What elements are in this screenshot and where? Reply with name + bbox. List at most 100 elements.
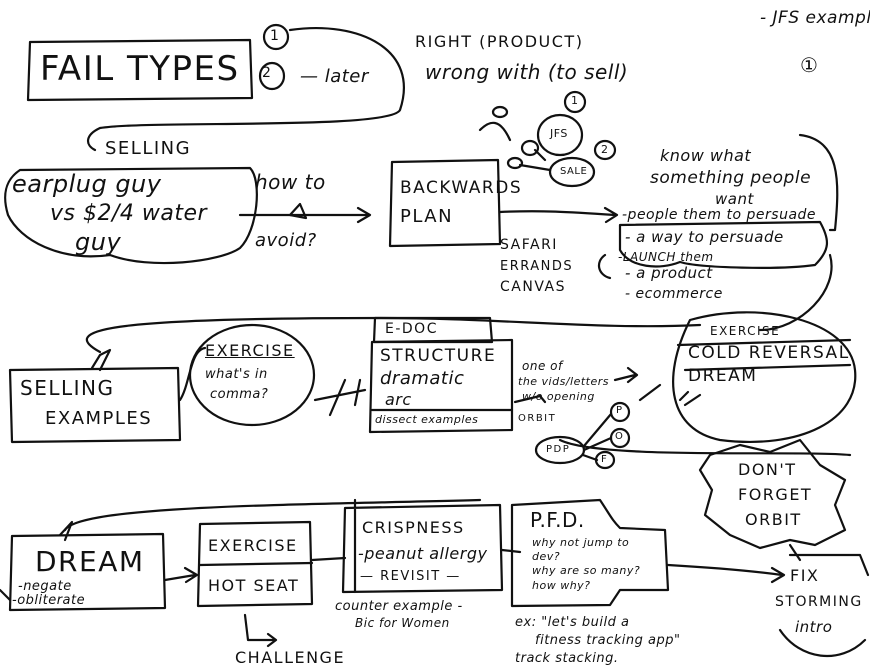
orbit-p: P (616, 405, 624, 416)
cold-reversal-exercise: EXERCISE (710, 324, 781, 338)
arrow-up (90, 348, 112, 372)
arrow-hot-seat (163, 566, 199, 584)
selling-line-1: earplug guy (12, 170, 162, 198)
dont-forget-burst (698, 438, 847, 550)
right-product: RIGHT (PRODUCT) (415, 32, 584, 51)
exercise-comma-title: EXERCISE (205, 341, 295, 360)
pfd-example-1: ex: "let's build a (515, 615, 630, 630)
vids-line-1: one of (522, 359, 563, 373)
pdp-label: PDP (546, 444, 571, 455)
circle-two (258, 61, 286, 91)
selling-examples-box (8, 366, 182, 444)
exercise-comma-circle (188, 323, 316, 427)
hot-seat-exercise: EXERCISE (208, 536, 298, 555)
dont-forget-line3: ORBIT (745, 510, 802, 529)
bubble-one: 1 (571, 94, 579, 107)
crispness-box (341, 498, 504, 594)
example-canvas: CANVAS (500, 279, 566, 295)
dissect-label: dissect examples (375, 413, 479, 426)
arc-label: arc (385, 390, 412, 409)
backwards-title: BACKWARDS (400, 178, 523, 198)
hot-seat-title: HOT SEAT (208, 576, 300, 595)
pfd-line-3: why are so many? (532, 564, 641, 577)
pfd-box (510, 498, 670, 608)
selling-label: SELLING (105, 138, 192, 159)
fix-line-1: FIX (790, 566, 820, 585)
crispness-peanut: -peanut allergy (358, 544, 488, 563)
pfd-line-1: why not jump to (532, 536, 630, 549)
how-to-label: how to (255, 170, 326, 194)
pfd-title: P.F.D. (530, 508, 585, 532)
dream-box (8, 532, 167, 612)
circle-one (262, 23, 290, 51)
exercise-comma-line2: comma? (210, 387, 269, 402)
fail-type-one: 1 (270, 28, 280, 44)
pfd-example-2: fitness tracking app" (535, 633, 681, 648)
example-errands: ERRANDS (500, 259, 574, 274)
orbit-o: O (615, 431, 625, 442)
jfs-example-note: - JFS example (760, 8, 870, 28)
later-loop (87, 27, 405, 152)
selling-line-3: guy (75, 228, 122, 256)
edoc-box (372, 316, 494, 344)
number-one-right: ① (800, 53, 819, 77)
triangle-mark (288, 202, 308, 220)
pfd-line-4: how why? (532, 579, 591, 592)
wrong-to-sell: wrong with (to sell) (425, 60, 629, 84)
note-line-1: know what (660, 146, 752, 165)
example-safari: SAFARI (500, 237, 558, 253)
bic-for-women: Bic for Women (355, 616, 450, 630)
note-line-8: - ecommerce (625, 286, 723, 302)
pfd-line-2: dev? (532, 550, 561, 563)
counter-example: counter example - (335, 599, 463, 614)
avoid-label: avoid? (255, 230, 317, 251)
arrow-notes (498, 206, 619, 224)
cold-reversal-dream: DREAM (688, 366, 758, 386)
dream-negate: -negate (18, 579, 72, 594)
fix-line-2: STORMING (775, 594, 863, 610)
bubble-sale: SALE (560, 166, 588, 177)
vids-line-3: w/o opening (522, 390, 595, 403)
structure-box (368, 338, 514, 434)
backwards-plan-box (388, 158, 502, 248)
selling-examples-line2: EXAMPLES (45, 408, 153, 429)
plan-label: PLAN (400, 206, 454, 227)
dream-obliterate: -obliterate (12, 593, 86, 608)
bubble-jfs: JFS (550, 127, 568, 140)
dream-title: DREAM (35, 545, 145, 578)
orbit-f: F (601, 454, 609, 465)
exercise-comma-line1: what's in (205, 367, 268, 382)
hot-seat-box (196, 520, 314, 608)
fail-types-title: FAIL TYPES (40, 49, 240, 89)
challenge-label: CHALLENGE (235, 648, 346, 667)
selling-line-2: vs $2/4 water (50, 201, 208, 226)
crispness-revisit: — REVISIT — (360, 569, 461, 584)
later-label: — later (300, 66, 369, 87)
persuade-loop (618, 220, 828, 269)
orbit-label: ORBIT (518, 413, 557, 424)
note-line-7: - a product (625, 264, 713, 282)
structure-label: STRUCTURE (380, 346, 497, 366)
fail-types-box (26, 38, 254, 102)
fail-type-two: 2 (262, 65, 272, 81)
crispness-title: CRISPNESS (362, 518, 465, 537)
fix-line-3: intro (795, 618, 833, 636)
note-line-6: -LAUNCH them (618, 250, 714, 264)
arrow-fix (666, 563, 786, 584)
note-line-3: want (715, 190, 754, 208)
dramatic-label: dramatic (380, 368, 465, 389)
selling-examples-line1: SELLING (20, 376, 115, 400)
cold-reversal-title: COLD REVERSAL (688, 343, 850, 363)
note-line-2: something people (650, 168, 812, 188)
selling-blob (4, 166, 258, 265)
dont-forget-line2: FORGET (738, 485, 813, 504)
dont-forget-line1: DON'T (738, 460, 797, 479)
note-line-5: - a way to persuade (625, 228, 784, 246)
edoc-title: E-DOC (385, 321, 438, 337)
pfd-example-3: track stacking. (515, 651, 619, 666)
vids-line-2: the vids/letters (518, 375, 610, 388)
note-line-4: -people them to persuade (622, 207, 817, 223)
cold-reversal-circle (672, 311, 857, 444)
